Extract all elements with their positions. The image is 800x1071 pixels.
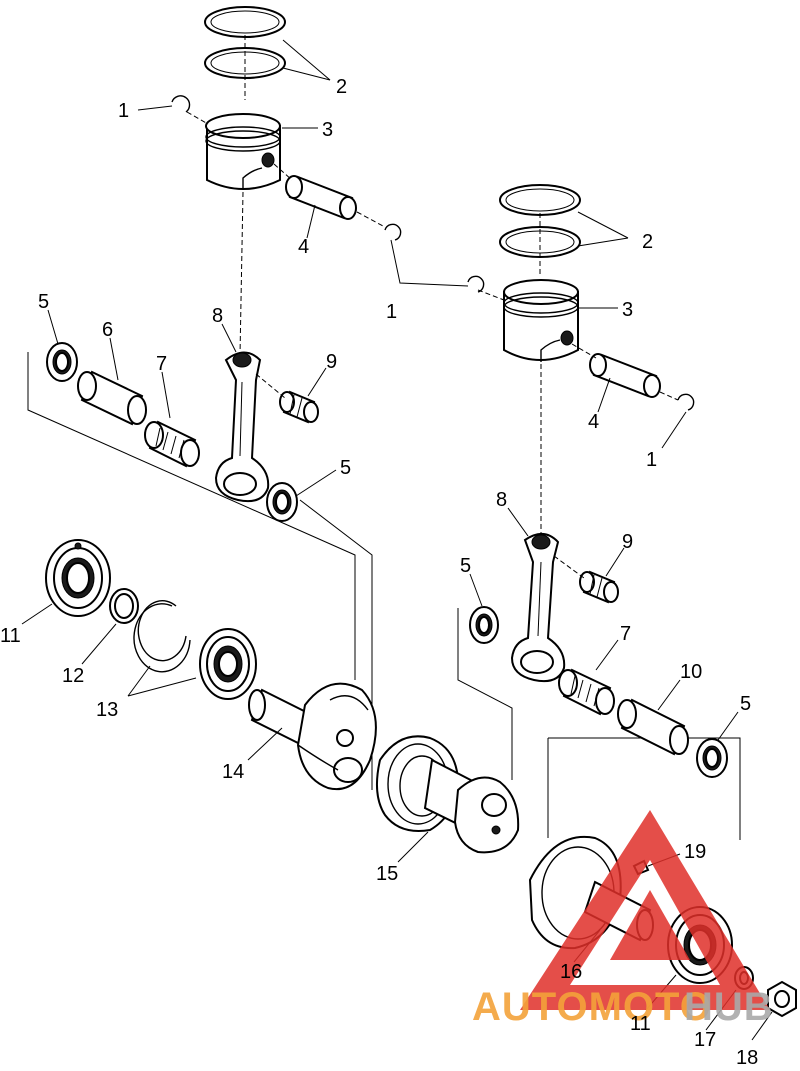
callout-2: 2: [336, 76, 347, 98]
needle-bearing-right-big: [558, 668, 615, 716]
watermark-triangle-inner: [610, 890, 690, 960]
circlip-right-b: [659, 391, 695, 411]
callout-1: 1: [118, 100, 129, 122]
circlip-right-a: [467, 275, 505, 301]
callout-15: 15: [376, 863, 398, 885]
leader-lines: [21, 39, 773, 1041]
callout-14: 14: [222, 761, 244, 783]
callout-5: 5: [340, 457, 351, 479]
callout-5: 5: [38, 291, 49, 313]
needle-bearing-left-big: [144, 420, 200, 468]
callout-16: 16: [560, 961, 582, 983]
leader-shared-circlip: [390, 239, 469, 287]
retaining-ring-left: [109, 588, 139, 624]
crankshaft-left-half: [248, 682, 377, 791]
watermark-triangle: [520, 810, 770, 1010]
callout-4: 4: [298, 236, 309, 258]
callout-2: 2: [642, 231, 653, 253]
connecting-rod-left: [214, 351, 270, 503]
callout-18: 18: [736, 1047, 758, 1069]
callout-13: 13: [96, 699, 118, 721]
callout-8: 8: [496, 489, 507, 511]
circlip-left-b: [356, 211, 402, 241]
watermark-text-orange: AUTOMOTO: [472, 985, 712, 1029]
callout-6: 6: [102, 319, 113, 341]
callout-3: 3: [622, 299, 633, 321]
callout-1: 1: [386, 301, 397, 323]
callout-8: 8: [212, 305, 223, 327]
watermark-logo: [520, 810, 770, 1010]
crankshaft-center-section: [375, 735, 520, 854]
callout-5: 5: [740, 693, 751, 715]
centerline-left-piston: [239, 191, 244, 356]
callout-11: 11: [0, 625, 21, 647]
needle-bearing-left-small: [255, 373, 319, 424]
piston-rings-right: [499, 184, 581, 275]
callout-1: 1: [646, 449, 657, 471]
callout-9: 9: [622, 531, 633, 553]
callout-7: 7: [620, 623, 631, 645]
bracket-right-rod: [457, 608, 513, 780]
callout-5: 5: [460, 555, 471, 577]
circlip-left-a: [171, 95, 209, 125]
callout-10: 10: [680, 661, 702, 683]
piston-rings-left: [204, 6, 286, 100]
circlip-large-left: [133, 600, 191, 673]
callout-17: 17: [694, 1029, 716, 1051]
thrust-washer-left-b: [266, 482, 298, 522]
piston-left: [205, 113, 281, 190]
piston-pin-right: [571, 343, 661, 398]
bracket-left-rod: [27, 352, 356, 680]
needle-bearing-right-small: [553, 555, 619, 604]
piston-pin-left: [273, 163, 357, 220]
crank-pin-left: [77, 370, 147, 426]
callout-3: 3: [322, 119, 333, 141]
main-bearing-left: [45, 539, 111, 617]
thrust-washer-right-b: [696, 738, 728, 778]
bracket-right-rod-c: [548, 737, 741, 840]
callout-4: 4: [588, 411, 599, 433]
callout-12: 12: [62, 665, 84, 687]
piston-right: [503, 279, 579, 362]
callout-9: 9: [326, 351, 337, 373]
callout-7: 7: [156, 353, 167, 375]
watermark-text-gray: HUB: [684, 985, 774, 1029]
callout-19: 19: [684, 841, 706, 863]
crank-nut: [767, 980, 797, 1018]
thrust-washer-left-a: [46, 342, 78, 382]
thrust-washer-right-a: [469, 606, 499, 644]
crank-pin-right: [617, 698, 689, 756]
connecting-rod-right: [510, 533, 566, 683]
seal-bearing-left: [199, 628, 257, 700]
callout-11: 11: [630, 1013, 651, 1035]
